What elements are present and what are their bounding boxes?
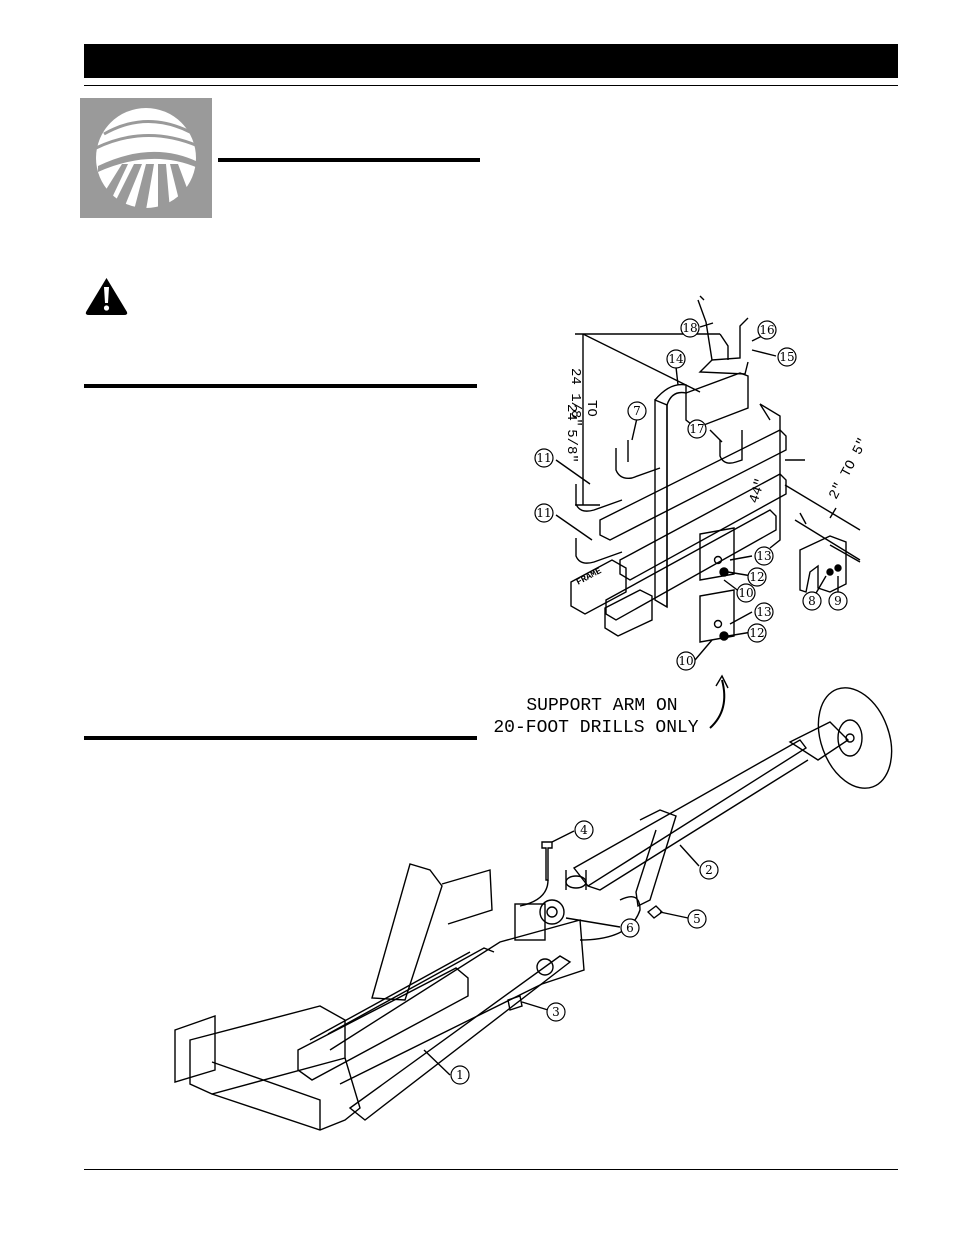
callout-7: 7	[633, 404, 641, 418]
callout-8: 8	[808, 594, 816, 608]
support-arm-note-line1: SUPPORT ARM ON	[526, 696, 677, 716]
header-bar	[84, 44, 898, 78]
support-arm-note-line2: 20-FOOT DRILLS ONLY	[493, 718, 698, 738]
callout-4: 4	[580, 823, 588, 837]
dimension-height-line2: TO	[583, 400, 599, 417]
callout-16: 16	[759, 323, 774, 337]
callout-12: 12	[749, 626, 764, 640]
callout-14: 14	[668, 352, 684, 366]
section-rule	[84, 736, 477, 740]
callout-10: 10	[738, 586, 753, 600]
callout-13: 13	[756, 605, 771, 619]
dimension-height-line3-visible: 24 5/8"	[563, 404, 579, 463]
callout-3: 3	[552, 1005, 560, 1019]
marker-arm-figure	[174, 687, 893, 1131]
dimension-width: 44"	[747, 477, 770, 506]
callout-1: 1	[456, 1068, 464, 1082]
header-rule	[84, 85, 898, 86]
callout-9: 9	[834, 594, 842, 608]
callout-11: 11	[536, 506, 551, 520]
callout-13: 13	[756, 549, 771, 563]
section-rule	[218, 158, 480, 162]
callout-6: 6	[626, 921, 634, 935]
callout-18: 18	[682, 321, 697, 335]
callout-markers-bottom	[450, 820, 719, 1085]
callout-12: 12	[749, 570, 764, 584]
dimension-height-line1: 24 1/8"	[567, 368, 583, 427]
callout-17: 17	[689, 422, 704, 436]
footer-rule	[84, 1169, 898, 1170]
callout-10: 10	[678, 654, 693, 668]
section-rule	[84, 384, 477, 388]
callout-11: 11	[536, 451, 551, 465]
callout-markers-top	[534, 318, 848, 671]
callout-15: 15	[779, 350, 794, 364]
callout-5: 5	[693, 912, 701, 926]
warning-triangle-icon	[84, 276, 129, 316]
field-rows-logo-icon	[80, 98, 212, 218]
callout-2: 2	[705, 863, 713, 877]
